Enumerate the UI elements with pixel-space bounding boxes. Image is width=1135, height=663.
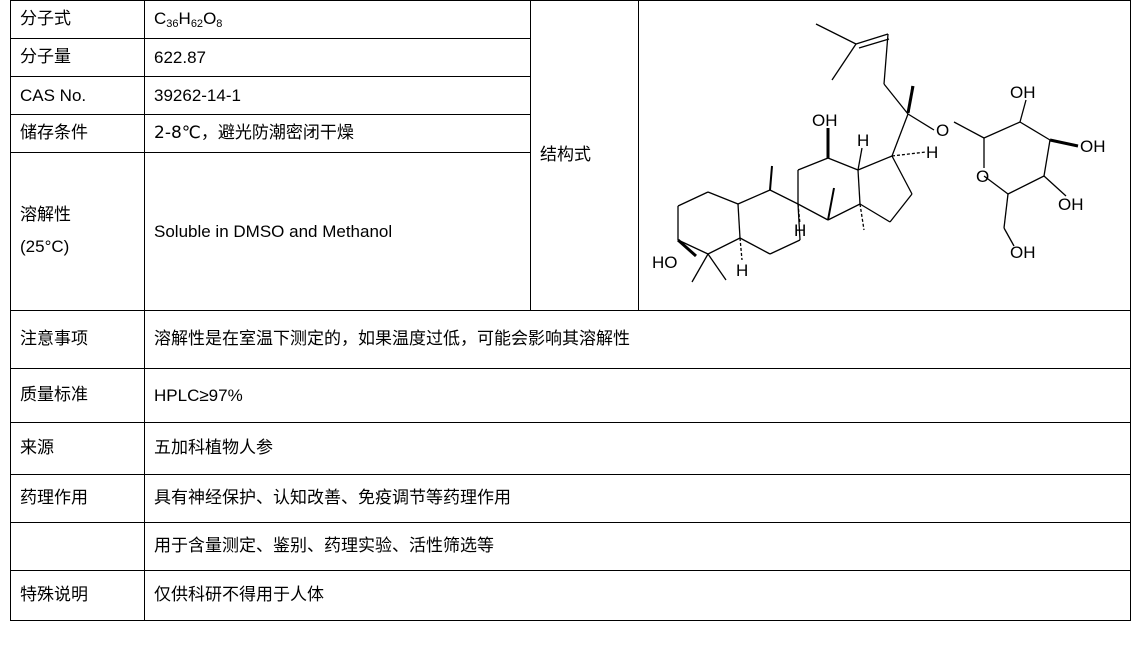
- row-formula: 分子式 C36H62O8 结构式: [10, 0, 1131, 311]
- atom-oh-top: OH: [1010, 83, 1036, 102]
- row-solubility: 溶解性 (25°C) Soluble in DMSO and Methanol: [10, 152, 1131, 311]
- label-solubility: 溶解性 (25°C): [10, 152, 145, 311]
- label-special: 特殊说明: [10, 570, 145, 621]
- atom-h-c9: H: [794, 221, 806, 240]
- atom-oh-c12: OH: [812, 111, 838, 130]
- label-cas: CAS No.: [10, 76, 145, 115]
- label-notes: 注意事项: [10, 310, 145, 369]
- row-application: 用于含量测定、鉴别、药理实验、活性筛选等: [10, 522, 1131, 571]
- atom-h-c17: H: [926, 143, 938, 162]
- row-source: 来源 五加科植物人参: [10, 422, 1131, 475]
- atom-oh-ring1: OH: [1080, 137, 1106, 156]
- label-quality: 质量标准: [10, 368, 145, 423]
- row-notes: 注意事项 溶解性是在室温下测定的，如果温度过低，可能会影响其溶解性: [10, 310, 1131, 369]
- atom-o-glycosidic: O: [936, 121, 949, 140]
- label-source: 来源: [10, 422, 145, 475]
- atom-ho-c3: HO: [652, 253, 678, 272]
- value-pharmacology: 具有神经保护、认知改善、免疫调节等药理作用: [144, 474, 1131, 523]
- atom-o-ring: O: [976, 167, 989, 186]
- value-formula: C36H62O8: [144, 0, 531, 39]
- row-special: 特殊说明 仅供科研不得用于人体: [10, 570, 1131, 621]
- value-notes: 溶解性是在室温下测定的，如果温度过低，可能会影响其溶解性: [144, 310, 1131, 369]
- value-source: 五加科植物人参: [144, 422, 1131, 475]
- value-mw: 622.87: [144, 38, 531, 77]
- row-cas: CAS No. 39262-14-1: [10, 76, 1131, 115]
- value-cas: 39262-14-1: [144, 76, 531, 115]
- product-spec-table: 分子式 C36H62O8 结构式: [10, 0, 1131, 621]
- structure-cell: OH O OH O OH OH OH H H H HO H: [638, 0, 1131, 311]
- label-storage: 储存条件: [10, 114, 145, 153]
- structure-diagram: OH O OH O OH OH OH H H H HO H: [652, 22, 1106, 282]
- value-application: 用于含量测定、鉴别、药理实验、活性筛选等: [144, 522, 1131, 571]
- label-mw: 分子量: [10, 38, 145, 77]
- row-quality: 质量标准 HPLC≥97%: [10, 368, 1131, 423]
- value-storage: 2-8℃，避光防潮密闭干燥: [144, 114, 531, 153]
- label-pharmacology: 药理作用: [10, 474, 145, 523]
- atom-oh-ring2: OH: [1058, 195, 1084, 214]
- atom-h-c13: H: [857, 131, 869, 150]
- row-pharmacology: 药理作用 具有神经保护、认知改善、免疫调节等药理作用: [10, 474, 1131, 523]
- label-structure: 结构式: [530, 0, 639, 311]
- label-formula: 分子式: [10, 0, 145, 39]
- value-solubility: Soluble in DMSO and Methanol: [144, 152, 531, 311]
- atom-h-c5: H: [736, 261, 748, 280]
- row-storage: 储存条件 2-8℃，避光防潮密闭干燥: [10, 114, 1131, 153]
- value-quality: HPLC≥97%: [144, 368, 1131, 423]
- label-application: [10, 522, 145, 571]
- label-solubility-line1: 溶解性: [20, 204, 71, 225]
- value-special: 仅供科研不得用于人体: [144, 570, 1131, 621]
- label-solubility-line2: (25°C): [20, 237, 70, 256]
- atom-oh-ch2: OH: [1010, 243, 1036, 262]
